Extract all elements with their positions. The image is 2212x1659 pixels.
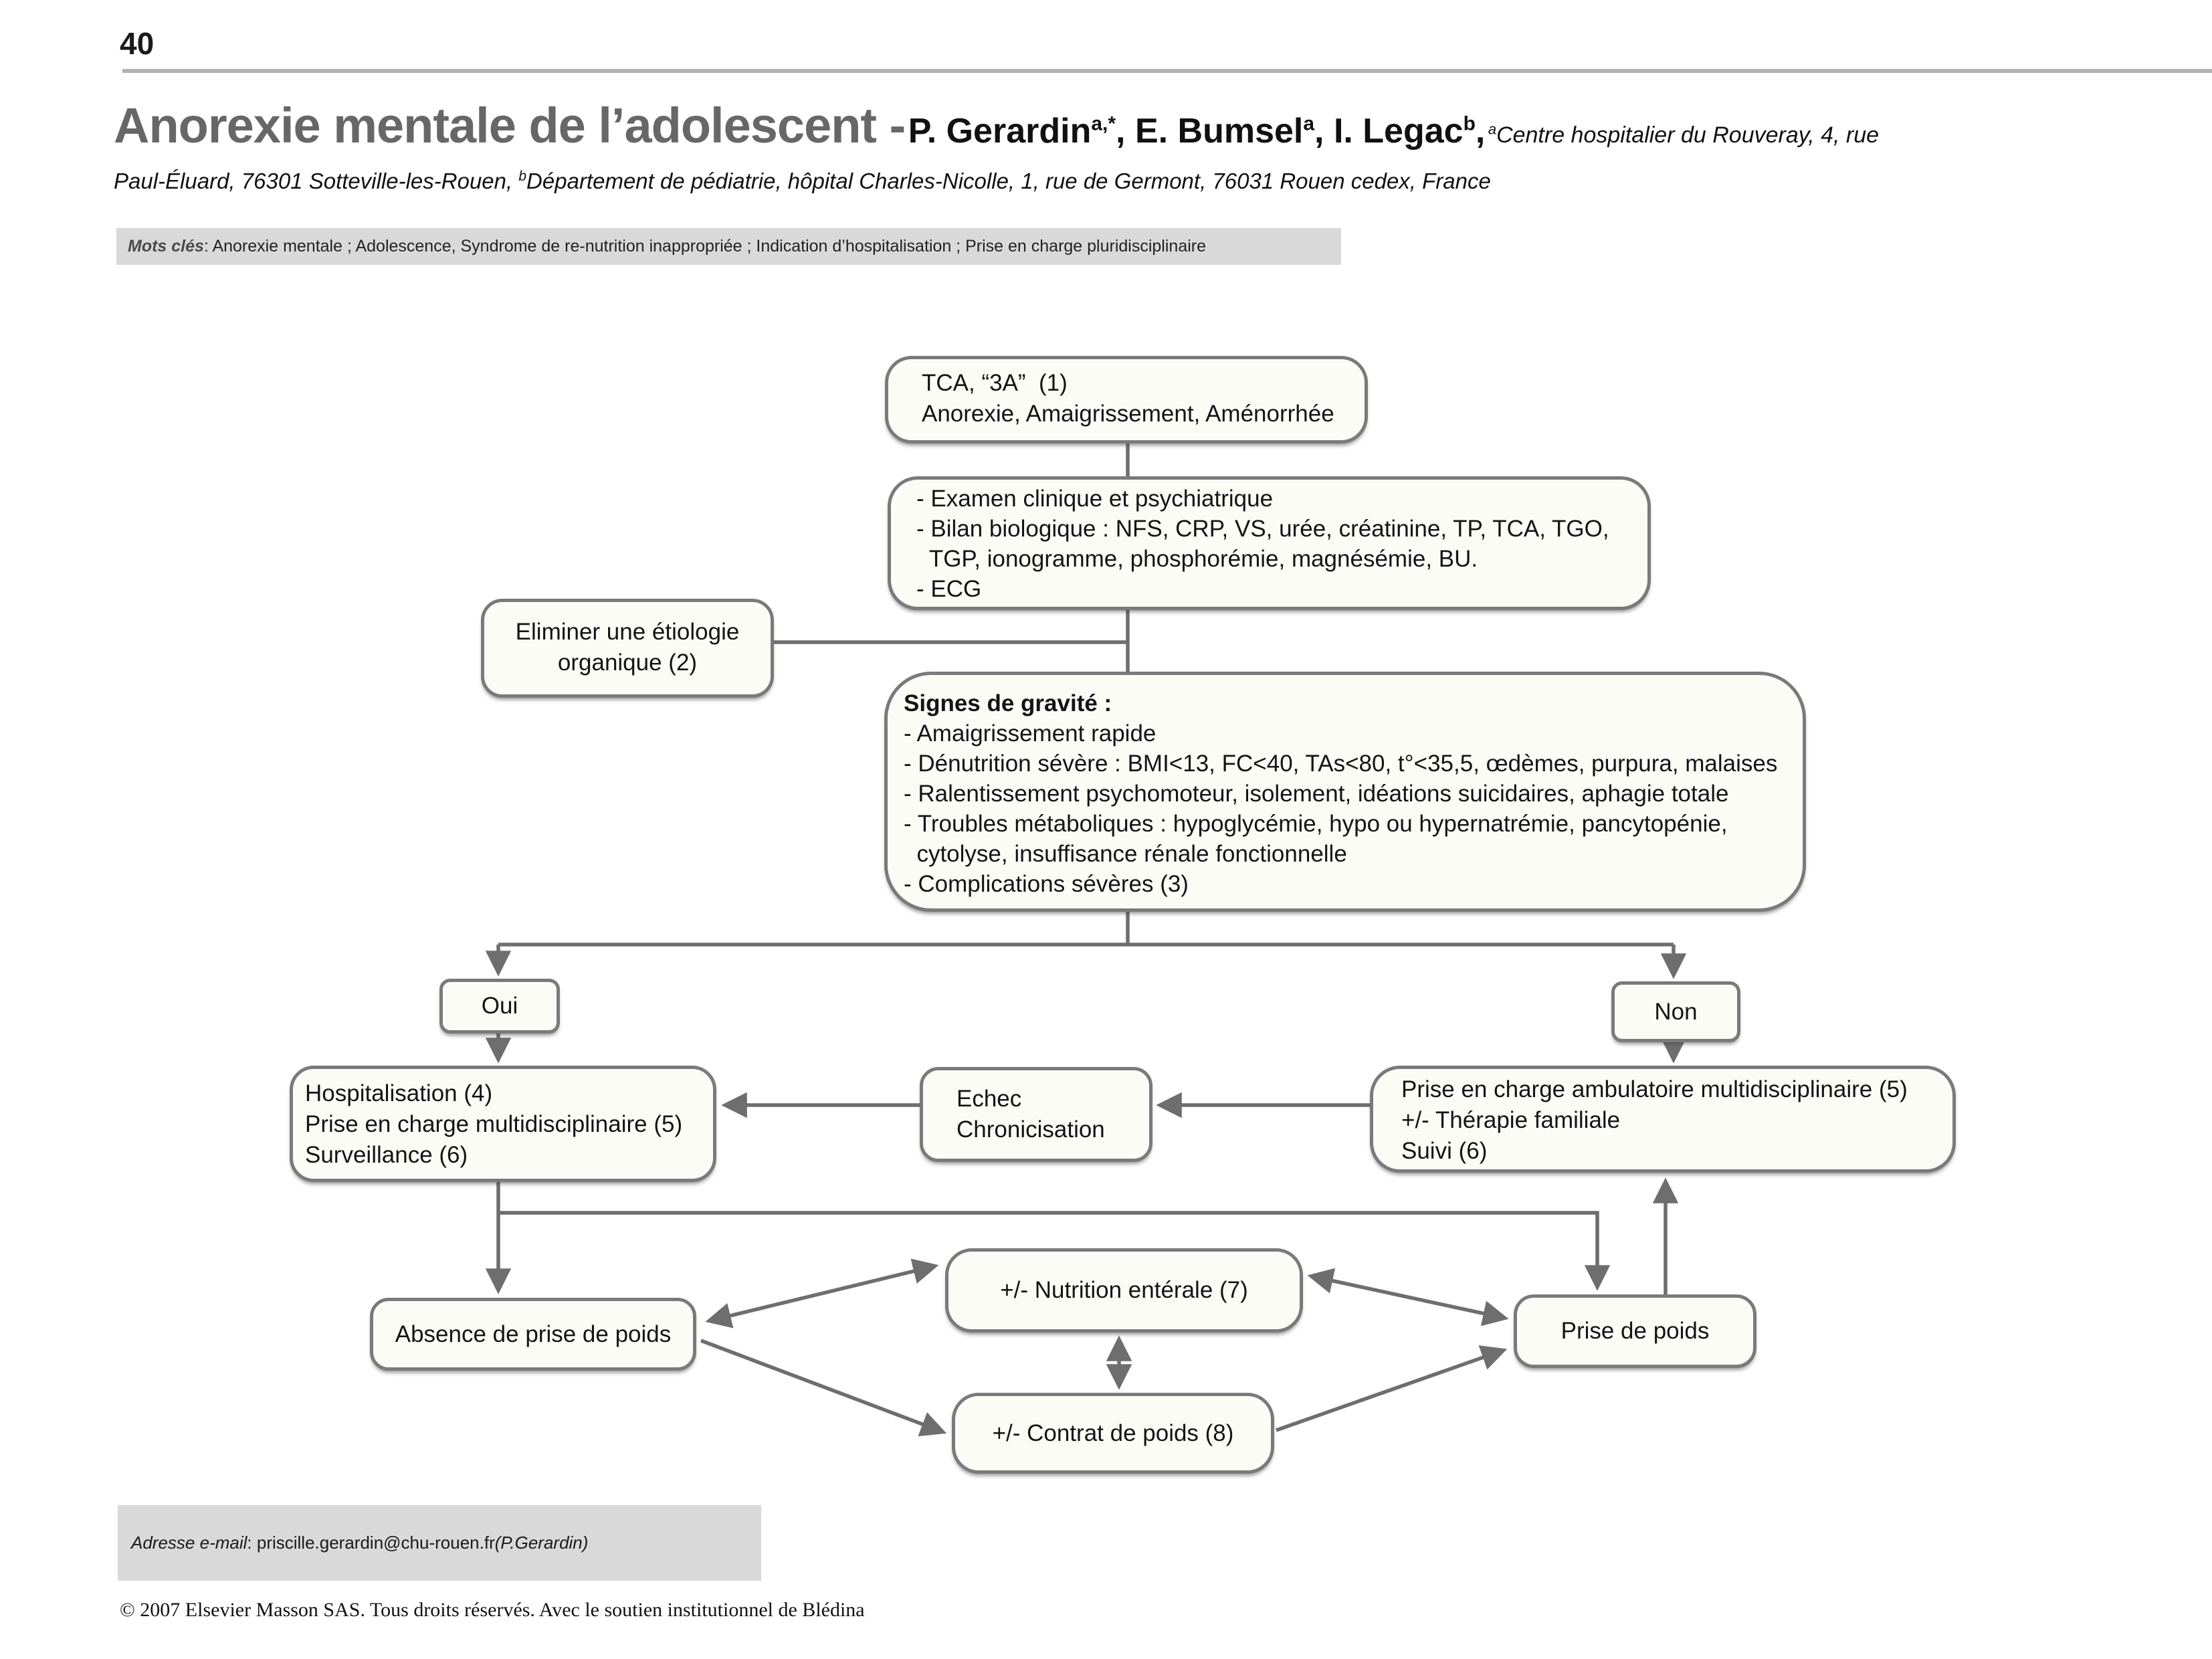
node-non: Non [1611,981,1740,1042]
page-number: 40 [120,26,155,61]
node-eliminer-etiologie: Eliminer une étiologie organique (2) [481,599,774,698]
node-nutrition-enterale: +/- Nutrition entérale (7) [945,1248,1303,1333]
connector-contrat-prise [1276,1345,1508,1432]
email-address: : priscille.gerardin@chu-rouen.fr [247,1533,495,1553]
authors: P. Gerardina,*, E. Bumsela, I. Legacb, [908,112,1486,151]
node-echec-chronicisation: Echec Chronicisation [920,1067,1152,1162]
email-label: Adresse e-mail [131,1533,247,1553]
node-tca: TCA, “3A” (1) Anorexie, Amaigrissement, … [885,356,1368,444]
connector-absence-nutrition [705,1258,939,1329]
connector-hospitalisation-prise [498,1211,1611,1291]
node-hospitalisation: Hospitalisation (4) Prise en charge mult… [290,1066,716,1182]
node-bilan: - Examen clinique et psychiatrique - Bil… [888,476,1651,610]
node-contrat-poids: +/- Contrat de poids (8) [952,1393,1274,1474]
email-author-ref: (P.Gerardin) [494,1533,589,1553]
email-band: Adresse e-mail : priscille.gerardin@chu-… [118,1505,761,1581]
node-absence-prise-poids: Absence de prise de poids [370,1298,696,1371]
node-signes-gravite: Signes de gravité : - Amaigrissement rap… [884,672,1806,912]
node-ambulatoire: Prise en charge ambulatoire multidiscipl… [1370,1066,1956,1173]
connector-nutrition-prise [1307,1268,1509,1327]
copyright-line: © 2007 Elsevier Masson SAS. Tous droits … [120,1599,865,1621]
affiliation-a: aCentre hospitalier du Rouveray, 4, rue [1488,120,1880,148]
keywords-text: : Anorexie mentale ; Adolescence, Syndro… [203,237,1207,256]
keywords-band: Mots clés : Anorexie mentale ; Adolescen… [116,228,1341,265]
article-title: Anorexie mentale de l’adolescent - [114,98,906,153]
node-oui: Oui [439,979,560,1034]
article-title-line: Anorexie mentale de l’adolescent - P. Ge… [114,97,1879,154]
header-rule [122,69,2212,73]
keywords-label: Mots clés [128,237,204,256]
connector-absence-contrat [700,1339,947,1437]
affiliation-line-2: Paul-Éluard, 76301 Sotteville-les-Rouen,… [114,169,1491,193]
node-prise-de-poids: Prise de poids [1514,1294,1756,1368]
